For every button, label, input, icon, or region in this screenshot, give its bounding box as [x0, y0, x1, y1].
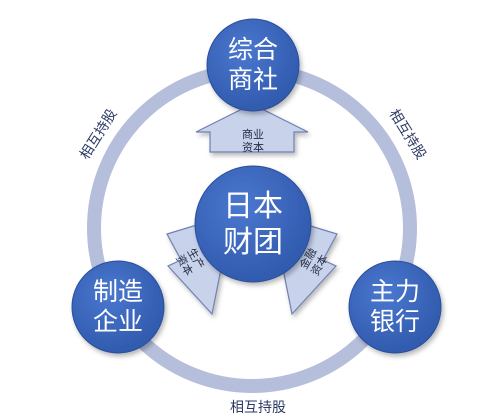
node-left-label-2: 企业	[93, 307, 143, 336]
node-top-label-1: 综合	[228, 35, 278, 64]
node-right	[348, 260, 442, 354]
node-right-label-1: 主力	[370, 277, 420, 306]
node-right-label-2: 银行	[370, 307, 420, 336]
arrow-top	[195, 103, 309, 153]
ring-label-bottom: 相互持股	[230, 400, 286, 416]
center-node-label-1: 日本	[223, 189, 283, 224]
node-left-label-1: 制造	[93, 277, 143, 306]
center-node-label-2: 财团	[223, 225, 283, 260]
node-top-label-2: 商社	[228, 65, 278, 94]
center-node	[194, 165, 312, 283]
node-top	[206, 18, 300, 112]
arrow-top-label-2: 资本	[242, 140, 264, 154]
arrow-top-label-1: 商业	[242, 127, 264, 141]
node-left	[71, 260, 165, 354]
